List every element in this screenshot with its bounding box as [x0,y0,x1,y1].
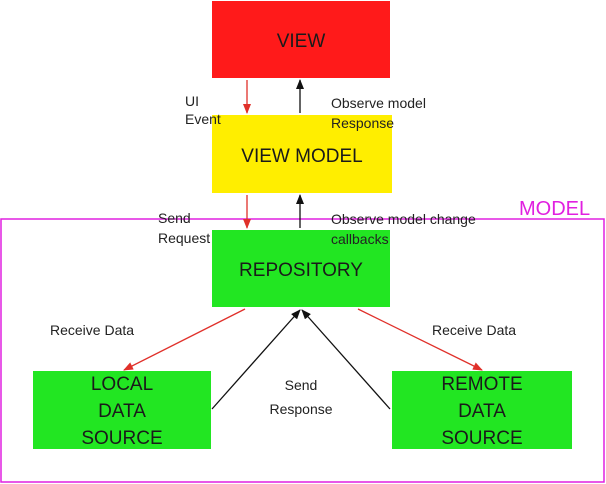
remote-data-source-label-line1: REMOTE [441,374,522,395]
model-group-border [0,218,605,483]
local-data-source-label-line1: LOCAL [91,374,153,395]
observe-response-label-line1: Observe model [331,95,426,111]
local-data-source-label-line2: DATA [98,401,146,422]
local-data-source-node: LOCAL DATA SOURCE [33,371,211,449]
model-group-label: MODEL [519,198,590,220]
ui-event-label-line1: UI [185,93,199,109]
repository-box [212,230,390,307]
remote-data-source-box [392,371,572,449]
send-request-label-line1: Send [158,210,191,226]
send-request-label-line2: Request [158,230,210,246]
view-model-box [212,115,392,193]
remote-data-source-label-line3: SOURCE [441,428,522,449]
observe-change-label-line2: callbacks [331,231,389,247]
repository-label: REPOSITORY [239,260,363,281]
send-response-right-arrow [301,309,391,410]
receive-data-right-label: Receive Data [432,322,516,338]
send-response-label-line2: Response [269,401,332,417]
local-data-source-box [33,371,211,449]
ui-event-label-line2: Event [185,111,221,127]
send-response-left-arrow [211,309,301,410]
view-model-label: VIEW MODEL [241,146,362,167]
view-box [212,1,390,78]
remote-data-source-label-line2: DATA [458,401,506,422]
send-response-label-line1: Send [285,377,318,393]
local-data-source-label-line3: SOURCE [81,428,162,449]
receive-data-left-arrow [123,308,246,371]
receive-data-right-arrow [357,308,483,371]
observe-response-label-line2: Response [331,115,394,131]
repository-node: REPOSITORY [212,230,390,307]
view-node: VIEW [212,1,390,78]
view-label: VIEW [277,31,326,52]
view-model-node: VIEW MODEL [212,115,392,193]
observe-change-label-line1: Observe model change [331,211,476,227]
remote-data-source-node: REMOTE DATA SOURCE [392,371,572,449]
receive-data-left-label: Receive Data [50,322,134,338]
